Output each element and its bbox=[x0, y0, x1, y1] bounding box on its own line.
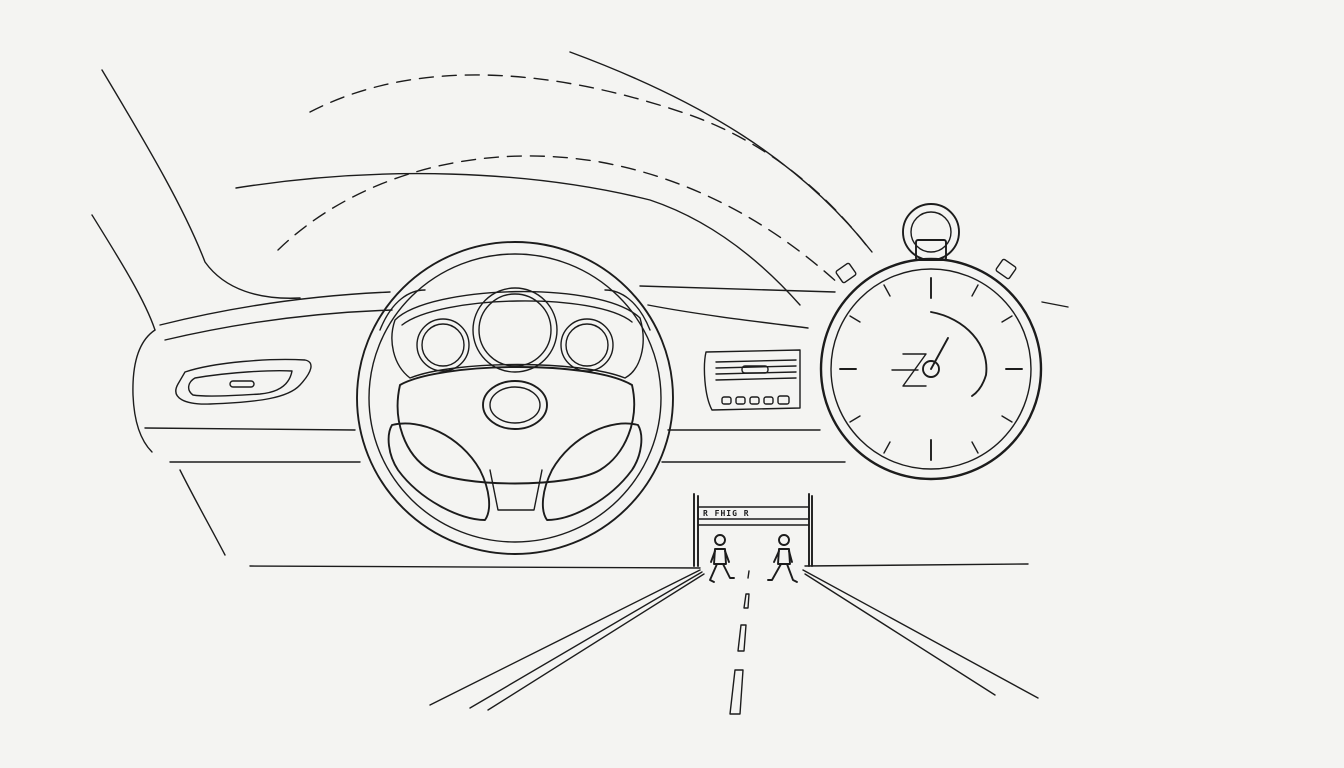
pedestrian-icon bbox=[767, 534, 798, 583]
road-center-dashes bbox=[729, 570, 750, 715]
road bbox=[429, 569, 1039, 715]
right-air-vent bbox=[703, 349, 801, 411]
steering-wheel-icon bbox=[356, 241, 674, 555]
stopwatch-ticks bbox=[839, 277, 1023, 461]
pedestrian-right bbox=[767, 534, 798, 583]
crossing-gate: R FHIG R bbox=[693, 493, 813, 567]
motion-arcs bbox=[235, 51, 1069, 308]
crossing-sign-text: R FHIG R bbox=[703, 509, 750, 518]
stopwatch-icon bbox=[819, 203, 1043, 481]
pedestrian-left bbox=[709, 534, 735, 583]
left-air-vent bbox=[175, 358, 312, 405]
pedestrian-icon bbox=[709, 534, 735, 583]
dashboard bbox=[91, 69, 1029, 569]
